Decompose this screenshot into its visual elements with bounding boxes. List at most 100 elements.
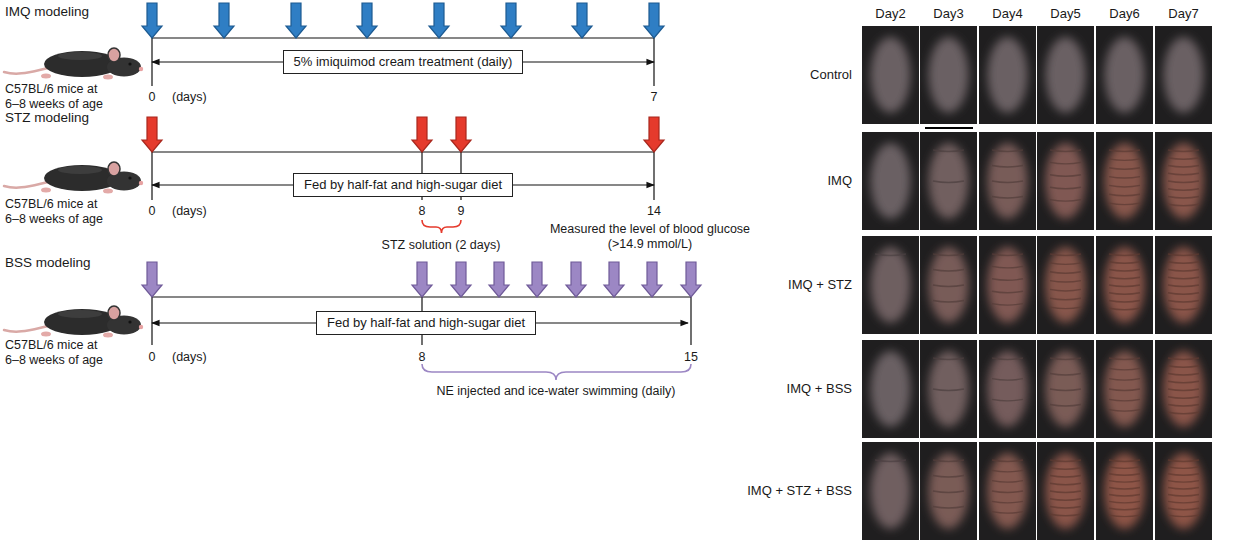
skin-photo xyxy=(920,26,977,124)
dose-arrow xyxy=(501,3,521,38)
axis-unit: (days) xyxy=(172,350,207,365)
box-text: 5% imiquimod cream treatment (daily) xyxy=(294,54,513,70)
dose-arrow xyxy=(357,3,377,38)
dose-arrow xyxy=(644,117,664,152)
skin-photo xyxy=(1155,236,1212,334)
skin-photo xyxy=(1096,442,1153,540)
panel-title: IMQ modeling xyxy=(5,4,89,19)
skin-photo xyxy=(920,442,977,540)
dose-arrow xyxy=(142,3,162,38)
skin-photo xyxy=(920,236,977,334)
row-label: IMQ xyxy=(827,173,852,188)
timeline-tick xyxy=(690,297,691,345)
dose-arrow xyxy=(451,262,471,297)
panel-title: STZ modeling xyxy=(5,110,89,125)
step-note: Measured the level of blood glucose (>14… xyxy=(544,222,756,252)
skin-photo xyxy=(862,340,919,438)
dose-arrow xyxy=(142,117,162,152)
group-note: C57BL/6 mice at 6–8 weeks of age xyxy=(5,197,111,227)
row-label: IMQ + STZ xyxy=(788,277,852,292)
bracket xyxy=(422,220,461,233)
axis-number: 9 xyxy=(458,204,465,219)
skin-photo xyxy=(862,236,919,334)
axis-number: 7 xyxy=(651,90,658,105)
skin-photo xyxy=(979,236,1036,334)
dose-arrow xyxy=(451,117,471,152)
skin-photo xyxy=(979,340,1036,438)
skin-photo xyxy=(1037,340,1094,438)
step-note: NE injected and ice-water swimming (dail… xyxy=(437,384,676,399)
axis-number: 8 xyxy=(419,204,426,219)
skin-photo xyxy=(1037,236,1094,334)
dose-arrow xyxy=(412,262,432,297)
skin-photo xyxy=(862,26,919,124)
axis-unit: (days) xyxy=(172,204,207,219)
skin-photo xyxy=(1037,442,1094,540)
mouse-illustration xyxy=(4,48,143,80)
column-header: Day2 xyxy=(875,6,905,21)
row-label: IMQ + BSS xyxy=(787,381,852,396)
skin-photo xyxy=(979,132,1036,230)
timeline-axis xyxy=(152,37,654,38)
dose-arrow xyxy=(429,3,449,38)
dose-arrow xyxy=(286,3,306,38)
mouse-illustration xyxy=(4,162,143,194)
dose-arrow xyxy=(572,3,592,38)
group-note: C57BL/6 mice at 6–8 weeks of age xyxy=(5,82,111,112)
dose-arrow xyxy=(527,262,547,297)
axis-number: 0 xyxy=(149,90,156,105)
axis-number: 8 xyxy=(419,350,426,365)
process-box: Fed by half-fat and high-sugar diet xyxy=(316,311,536,335)
dose-arrow xyxy=(142,262,162,297)
dose-arrow xyxy=(214,3,234,38)
timeline-axis xyxy=(152,151,654,152)
axis-unit: (days) xyxy=(172,90,207,105)
axis-number: 0 xyxy=(149,204,156,219)
timeline-tick xyxy=(151,297,152,345)
dose-arrow xyxy=(644,3,664,38)
process-box: 5% imiquimod cream treatment (daily) xyxy=(283,50,524,74)
process-box: Fed by half-fat and high-sugar diet xyxy=(293,173,513,197)
timeline-tick xyxy=(653,152,654,200)
skin-photo xyxy=(1096,340,1153,438)
skin-photo xyxy=(1155,26,1212,124)
skin-photo xyxy=(1155,340,1212,438)
skin-photo xyxy=(1037,132,1094,230)
axis-number: 14 xyxy=(647,204,661,219)
scale-bar xyxy=(925,127,973,129)
skin-photo xyxy=(979,26,1036,124)
column-header: Day3 xyxy=(933,6,963,21)
group-note: C57BL/6 mice at 6–8 weeks of age xyxy=(5,338,111,368)
column-header: Day7 xyxy=(1168,6,1198,21)
timeline-tick xyxy=(151,152,152,200)
step-note: STZ solution (2 days) xyxy=(382,238,501,253)
row-label: Control xyxy=(810,67,852,82)
box-text: Fed by half-fat and high-sugar diet xyxy=(327,315,525,331)
skin-photo xyxy=(1037,26,1094,124)
skin-photo xyxy=(1096,236,1153,334)
bracket xyxy=(422,364,691,380)
skin-photo xyxy=(862,442,919,540)
skin-photo xyxy=(920,132,977,230)
axis-number: 0 xyxy=(149,350,156,365)
dose-arrow xyxy=(604,262,624,297)
row-label: IMQ + STZ + BSS xyxy=(747,483,852,498)
skin-photo xyxy=(1096,132,1153,230)
column-header: Day6 xyxy=(1109,6,1139,21)
skin-photo xyxy=(1155,132,1212,230)
axis-number: 15 xyxy=(684,350,698,365)
panel-title: BSS modeling xyxy=(5,255,91,270)
dose-arrow xyxy=(412,117,432,152)
dose-arrow xyxy=(681,262,701,297)
skin-photo xyxy=(1155,442,1212,540)
column-header: Day4 xyxy=(992,6,1022,21)
dose-arrow xyxy=(489,262,509,297)
skin-photo xyxy=(1096,26,1153,124)
mouse-illustration xyxy=(4,306,143,338)
box-text: Fed by half-fat and high-sugar diet xyxy=(304,177,502,193)
dose-arrow xyxy=(566,262,586,297)
skin-photo xyxy=(979,442,1036,540)
skin-photo xyxy=(862,132,919,230)
skin-photo xyxy=(920,340,977,438)
